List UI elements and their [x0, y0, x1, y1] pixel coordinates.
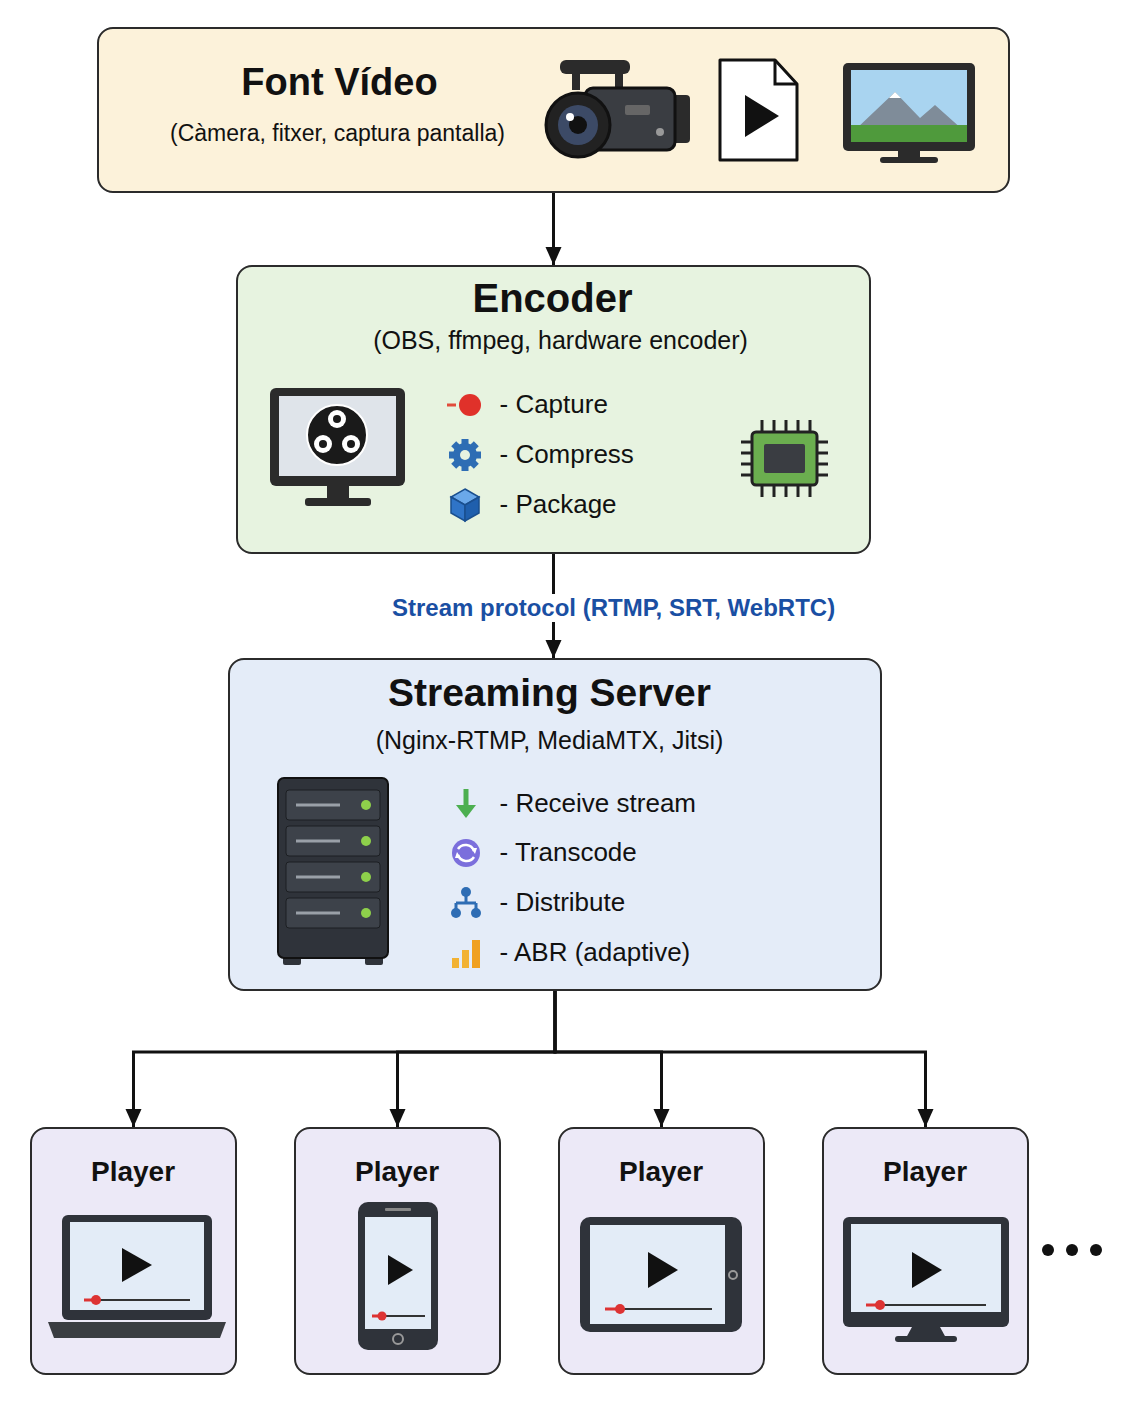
node-subtitle: (OBS, ffmpeg, hardware encoder) [111, 325, 1011, 355]
node-title: Font Vídeo [0, 60, 790, 106]
list-item: - Receive stream [500, 788, 697, 819]
flow-arrow [555, 991, 926, 1127]
node-title: Streaming Server [100, 670, 1000, 717]
player-box: Player [294, 1127, 501, 1375]
flow-arrow [552, 193, 555, 265]
player-box: Player [30, 1127, 237, 1375]
player-box: Player [558, 1127, 765, 1375]
server-box: Streaming Server(Nginx-RTMP, MediaMTX, J… [228, 658, 882, 991]
flow-arrow [134, 991, 556, 1127]
node-title: Encoder [103, 274, 1003, 322]
player-box: Player [822, 1127, 1029, 1375]
source-box: Font Vídeo(Càmera, fitxer, captura panta… [97, 27, 1010, 193]
node-subtitle: (Nginx-RTMP, MediaMTX, Jitsi) [100, 725, 1000, 755]
node-title: Player [475, 1155, 1122, 1189]
edge-label: Stream protocol (RTMP, SRT, WebRTC) [392, 594, 835, 623]
list-item: - ABR (adaptive) [500, 937, 691, 968]
list-item: - Transcode [500, 837, 637, 868]
list-item: - Package [500, 489, 617, 520]
list-item: - Capture [500, 389, 608, 420]
list-item: - Distribute [500, 887, 626, 918]
encoder-box: Encoder(OBS, ffmpeg, hardware encoder)- … [236, 265, 871, 554]
ellipsis-dots [1042, 1244, 1102, 1256]
node-subtitle: (Càmera, fitxer, captura pantalla) [0, 120, 788, 148]
flow-arrow [555, 991, 662, 1127]
list-item: - Compress [500, 439, 634, 470]
flow-arrow [398, 991, 556, 1127]
